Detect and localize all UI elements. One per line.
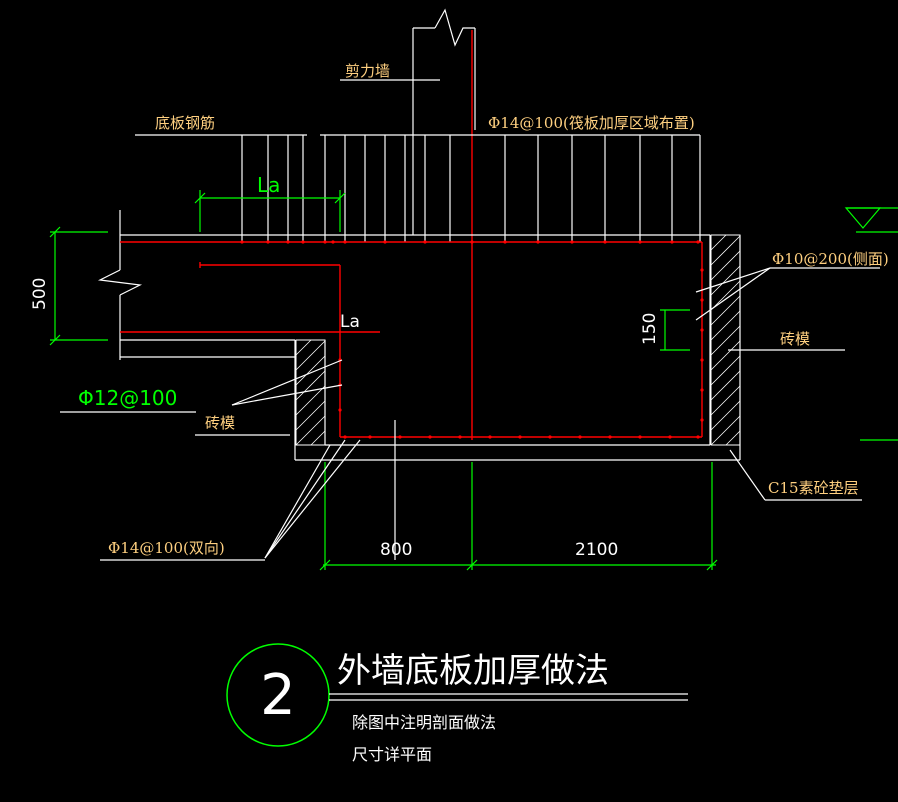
- detail-number-circle: [226, 643, 330, 747]
- label-dim-150: 150: [640, 313, 660, 345]
- label-side-rebar: Φ10@200(侧面): [772, 250, 889, 268]
- leaders: [60, 267, 880, 561]
- label-phi12: Φ12@100: [78, 386, 177, 410]
- detail-note-line1: 除图中注明剖面做法: [352, 713, 496, 732]
- dim-150-line: [660, 309, 690, 351]
- label-dim-800: 800: [380, 540, 412, 560]
- detail-number: 2: [260, 663, 296, 728]
- label-dim-500: 500: [30, 278, 50, 310]
- shear-wall: [412, 8, 476, 235]
- label-la-top: La: [257, 173, 280, 197]
- label-shear-wall: 剪力墙: [345, 62, 390, 80]
- label-c15-cushion: C15素砼垫层: [768, 479, 859, 497]
- label-bottom-rebar-spec: Φ14@100(双向): [108, 539, 225, 557]
- detail-note-line2: 尺寸详平面: [352, 745, 432, 764]
- label-dim-2100: 2100: [575, 540, 618, 560]
- label-bottom-rebar: 底板钢筋: [155, 114, 215, 132]
- brick-mold-left: [295, 339, 326, 446]
- label-la-mid: La: [340, 312, 360, 332]
- dim-500-line: [49, 226, 108, 346]
- bottom-dimensions: [319, 462, 718, 571]
- la-top-dimension: [194, 190, 346, 232]
- label-brick-mold-right: 砖模: [780, 330, 810, 348]
- vertical-rebars: [241, 135, 701, 242]
- brick-mold-right: [710, 234, 741, 446]
- elevation-marker: [844, 207, 898, 441]
- title-block: 2 外墙底板加厚做法 除图中注明剖面做法 尺寸详平面: [226, 643, 688, 764]
- rebar-cage: [120, 240, 704, 439]
- label-top-rebar-spec: Φ14@100(筏板加厚区域布置): [488, 114, 695, 132]
- label-brick-mold-left: 砖模: [205, 414, 235, 432]
- detail-title: 外墙底板加厚做法: [337, 651, 609, 691]
